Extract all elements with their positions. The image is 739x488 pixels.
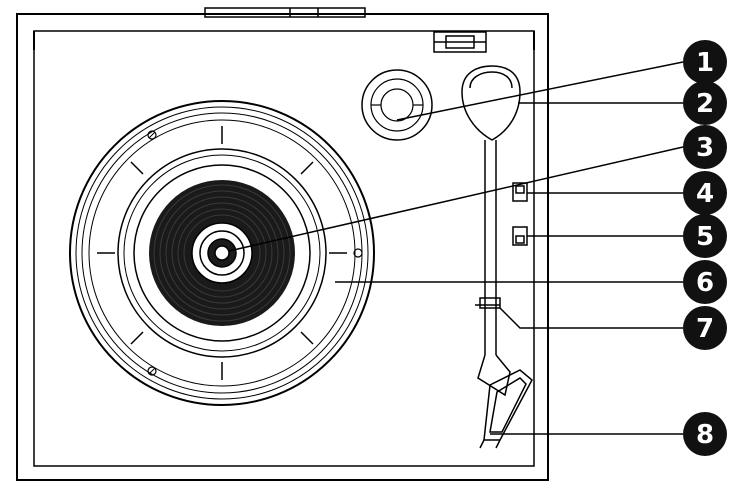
callout-7-number: 7 <box>696 314 714 344</box>
callout-5-number: 5 <box>696 222 714 252</box>
leader-line-1 <box>396 61 684 121</box>
callout-3-number: 3 <box>696 133 714 163</box>
leader-lines <box>228 61 684 435</box>
cartridge-headshell <box>479 369 533 449</box>
callout-5: 5 <box>683 214 727 258</box>
callout-4: 4 <box>683 171 727 215</box>
callout-1-number: 1 <box>696 48 714 78</box>
record-mat <box>149 180 295 326</box>
callout-3: 3 <box>683 125 727 169</box>
platter <box>69 100 375 406</box>
callout-1: 1 <box>683 40 727 84</box>
leader-line-7 <box>499 307 683 329</box>
callout-6: 6 <box>683 260 727 304</box>
callout-2: 2 <box>683 81 727 125</box>
leader-line-3 <box>228 146 684 252</box>
45-rpm-adapter <box>361 69 433 141</box>
tonearm-pivot <box>461 65 521 141</box>
auto-stop-switch <box>512 226 528 246</box>
callout-8: 8 <box>683 412 727 456</box>
top-hinge <box>204 7 366 18</box>
callouts: 1 2 3 4 5 6 7 8 <box>683 40 727 456</box>
callout-6-number: 6 <box>696 268 714 298</box>
callout-4-number: 4 <box>696 179 714 209</box>
callout-7: 7 <box>683 306 727 350</box>
turntable-body <box>16 13 549 481</box>
speed-switch <box>512 182 528 202</box>
callout-2-number: 2 <box>696 89 714 119</box>
hinge-block <box>433 31 487 53</box>
tonearm <box>475 140 511 397</box>
callout-8-number: 8 <box>696 420 714 450</box>
